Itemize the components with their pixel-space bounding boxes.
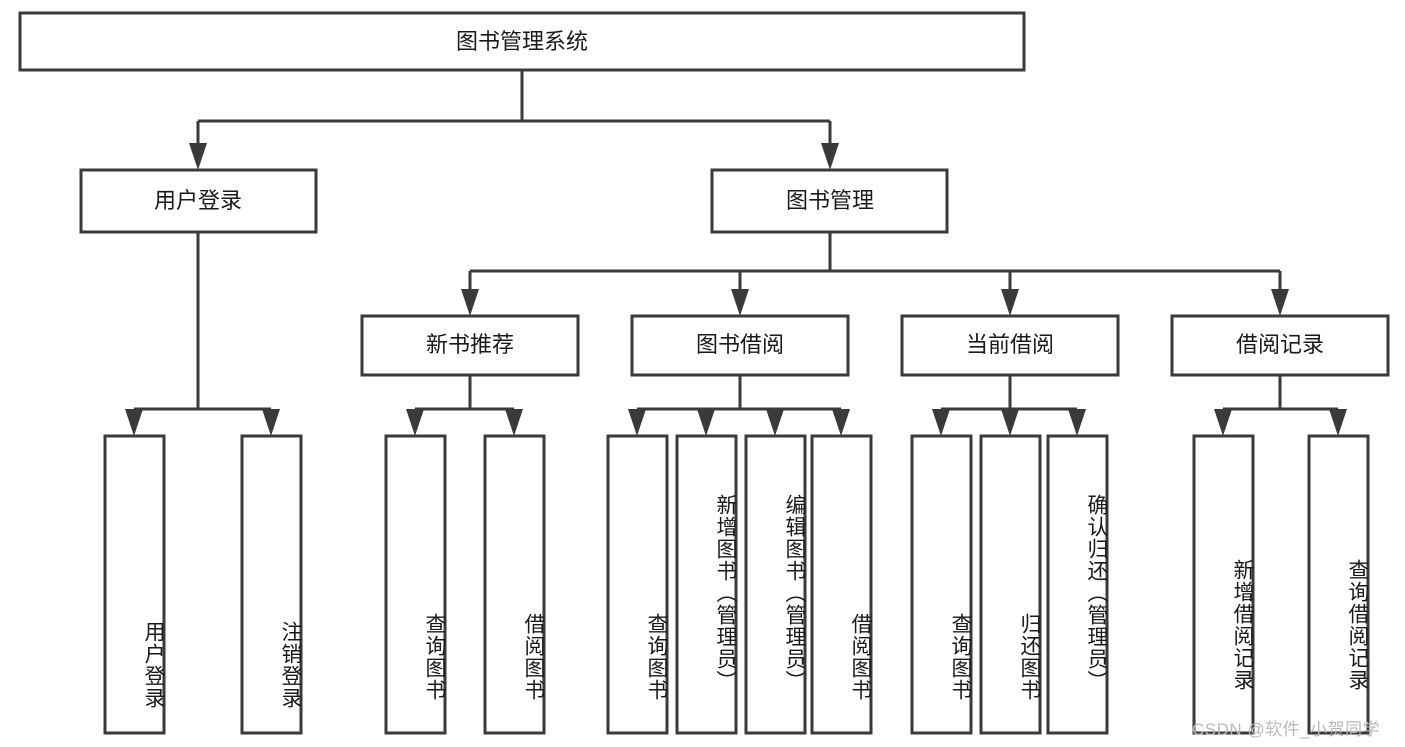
node-book-management-label: 图书管理 [786,188,874,213]
connector-user-login-to-leaves [125,232,280,436]
connector-book-mgmt-to-level3 [461,232,1289,316]
csdn-watermark: CSDN @软件_小贺同学 [1192,720,1381,739]
leaf-box-current-borrow-1[interactable] [979,434,1042,735]
node-user-login-label: 用户登录 [154,188,242,213]
leaf-box-book-borrow-3[interactable] [810,434,873,735]
leaf-box-current-borrow-0[interactable] [910,434,973,735]
node-new-book-recommend[interactable]: 新书推荐 [360,314,580,377]
node-root[interactable]: 图书管理系统 [18,11,1026,72]
node-new-book-recommend-label: 新书推荐 [426,332,514,357]
node-current-borrow-label: 当前借阅 [966,332,1054,357]
leaf-box-book-borrow-0[interactable] [606,434,669,735]
connector-borrow-record-to-leaves [1214,375,1347,436]
node-user-login[interactable]: 用户登录 [79,168,318,234]
connector-book-borrow-to-leaves [628,375,850,436]
leaf-box-borrow-record-1[interactable] [1307,434,1370,735]
leaf-box-book-borrow-1[interactable] [675,434,738,735]
leaf-box-user-login-0[interactable] [103,434,166,735]
node-book-management[interactable]: 图书管理 [710,168,949,234]
leaf-box-new-book-1[interactable] [483,434,546,735]
node-borrow-record[interactable]: 借阅记录 [1170,314,1390,377]
leaf-box-new-book-0[interactable] [384,434,447,735]
leaf-box-book-borrow-2[interactable] [744,434,807,735]
node-current-borrow[interactable]: 当前借阅 [900,314,1120,377]
node-book-borrow[interactable]: 图书借阅 [630,314,850,377]
node-borrow-record-label: 借阅记录 [1236,332,1324,357]
leaf-box-borrow-record-0[interactable] [1192,434,1255,735]
node-root-label: 图书管理系统 [456,29,588,54]
connector-root-to-level2 [189,70,839,170]
connector-current-borrow-to-leaves [932,375,1086,436]
leaf-box-current-borrow-2[interactable] [1046,434,1109,735]
node-book-borrow-label: 图书借阅 [696,332,784,357]
connector-new-book-to-leaves [406,375,523,436]
leaf-box-user-login-1[interactable] [240,434,303,735]
